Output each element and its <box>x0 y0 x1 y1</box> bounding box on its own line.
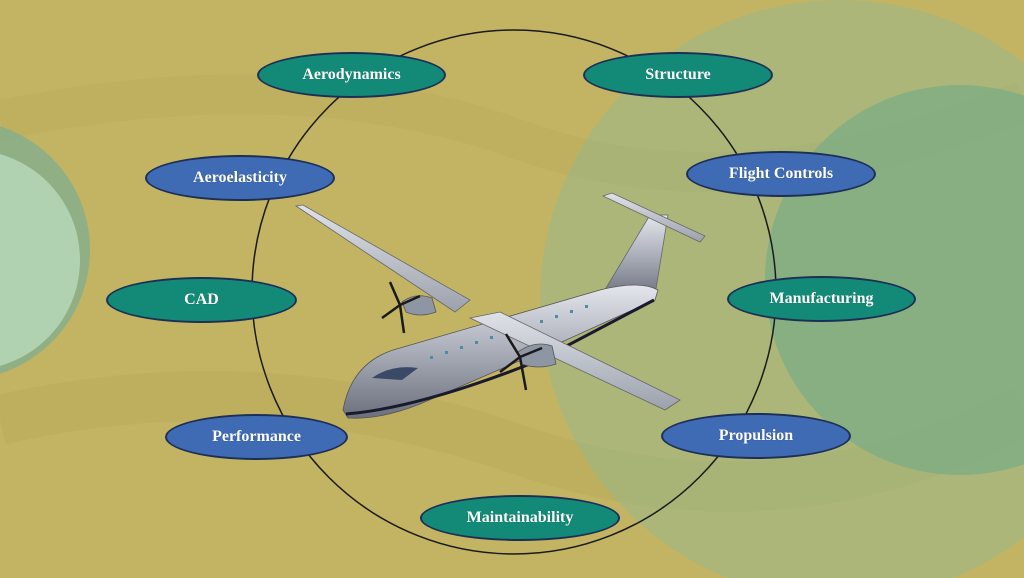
node-cad: CAD <box>106 277 297 323</box>
decorative-circle-left-inner <box>0 154 80 366</box>
node-flight-controls: Flight Controls <box>686 151 876 197</box>
node-aerodynamics: Aerodynamics <box>257 52 446 98</box>
node-structure: Structure <box>583 52 773 98</box>
node-maintainability: Maintainability <box>420 495 620 541</box>
node-propulsion: Propulsion <box>661 413 851 459</box>
node-manufacturing: Manufacturing <box>727 276 916 322</box>
node-performance: Performance <box>165 414 348 460</box>
node-aeroelasticity: Aeroelasticity <box>145 155 335 201</box>
